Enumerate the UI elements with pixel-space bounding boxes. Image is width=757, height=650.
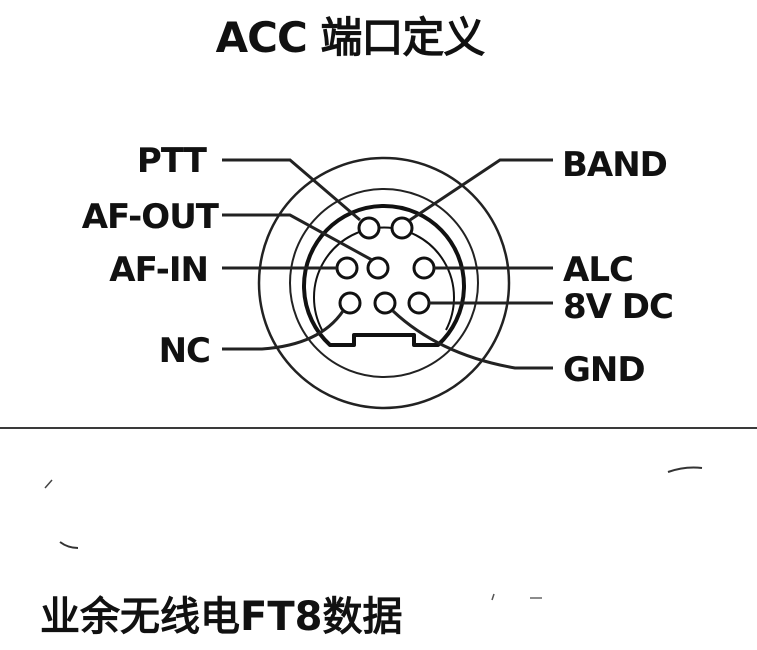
connector-outer-ring <box>257 156 511 410</box>
pin-8v-dc <box>407 291 431 315</box>
pin-af-out <box>366 256 390 280</box>
leader-af-out <box>222 213 373 262</box>
connector-middle-ring <box>289 188 479 378</box>
label-ptt: PTT <box>137 141 208 181</box>
stroke-mark-mid-tick <box>491 593 495 601</box>
stroke-mark-right-top <box>667 466 703 473</box>
divider <box>0 427 757 429</box>
pin-band <box>390 216 414 240</box>
label-nc: NC <box>159 331 210 371</box>
page-title: ACC 端口定义 <box>215 13 486 62</box>
leader-gnd <box>391 309 553 370</box>
pin-af-in <box>335 256 359 280</box>
stroke-mark-left-bottom <box>59 541 79 549</box>
label-af-in: AF-IN <box>109 250 208 290</box>
connector-inner-housing <box>302 203 466 347</box>
acc-connector-diagram: PTT AF-OUT AF-IN NC BAND ALC 8V DC GND <box>82 141 674 410</box>
decorative-strokes <box>44 466 703 601</box>
label-af-out: AF-OUT <box>82 197 220 237</box>
stroke-mark-left-top <box>44 479 53 489</box>
pin-alc <box>412 256 436 280</box>
leader-band <box>409 158 553 222</box>
pin-nc <box>338 291 362 315</box>
connector-inner-arc <box>313 226 455 331</box>
leader-nc <box>222 310 345 351</box>
label-alc: ALC <box>563 250 633 290</box>
caption-text: 业余无线电FT8数据 <box>40 594 403 640</box>
pin-gnd <box>373 291 397 315</box>
pin-ptt <box>357 216 381 240</box>
label-8v-dc: 8V DC <box>563 287 673 327</box>
leader-ptt <box>222 158 361 222</box>
label-band: BAND <box>562 145 667 185</box>
label-gnd: GND <box>563 350 645 390</box>
